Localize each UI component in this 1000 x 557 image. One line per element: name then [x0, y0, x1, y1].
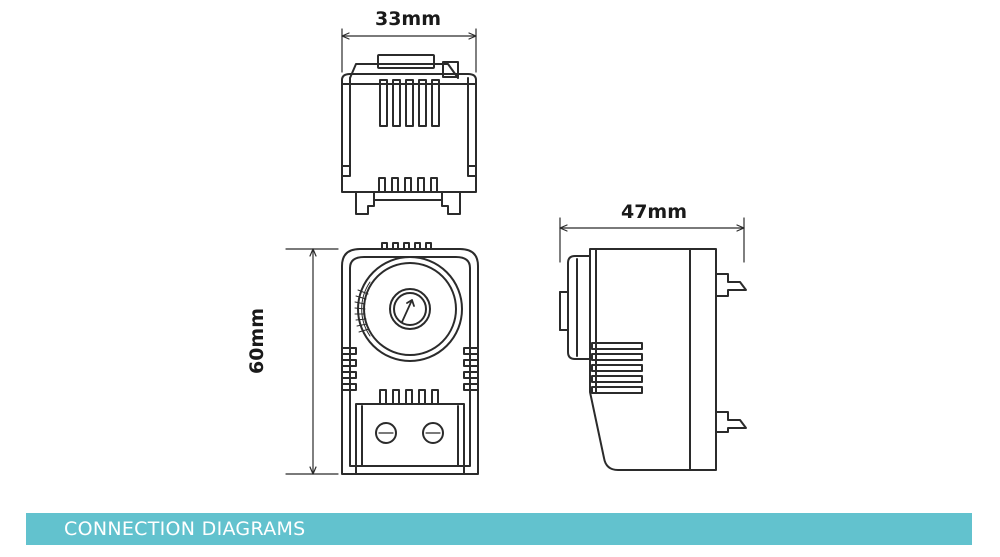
top-view-clip-right — [441, 191, 461, 215]
side-view-clip-bottom — [715, 411, 747, 433]
side-view-vent-ribs — [591, 342, 643, 394]
height-dimension-label: 60mm — [246, 308, 268, 374]
front-view — [341, 242, 479, 475]
side-view-clip-top — [715, 273, 747, 297]
top-view-clip-left — [355, 191, 375, 215]
section-banner-title: CONNECTION DIAGRAMS — [64, 518, 306, 540]
depth-dimension — [559, 217, 745, 263]
width-dimension-label: 33mm — [375, 8, 441, 30]
height-dimension — [285, 248, 339, 475]
top-view-vent-slots — [379, 79, 440, 127]
adjustment-dial — [354, 256, 463, 362]
depth-dimension-label: 47mm — [621, 201, 687, 223]
width-dimension — [341, 28, 477, 73]
top-view — [341, 54, 477, 215]
terminal-screw-icon — [375, 422, 397, 444]
front-view-side-vents — [341, 347, 479, 391]
terminal-block — [355, 389, 465, 475]
section-banner: CONNECTION DIAGRAMS — [26, 513, 972, 545]
arrow-icon — [401, 299, 415, 323]
top-view-knob-tab — [442, 61, 459, 78]
terminal-screw-icon — [422, 422, 444, 444]
side-view — [559, 248, 747, 471]
top-view-bottom-slots — [378, 177, 438, 193]
